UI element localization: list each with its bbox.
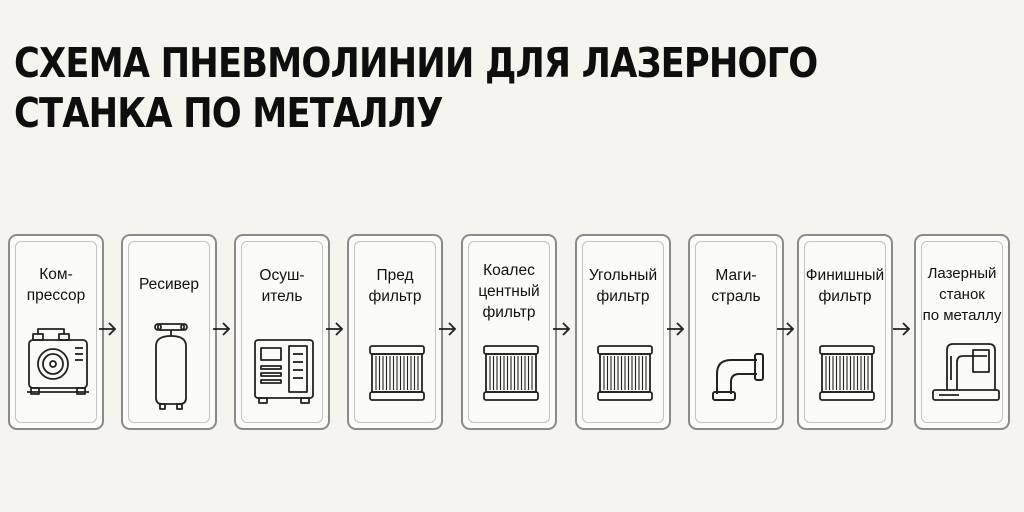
compressor-icon	[27, 328, 89, 395]
step-card-main-line: Маги- страль	[688, 234, 784, 430]
flow-arrow	[213, 322, 231, 336]
step-label: Маги- страль	[711, 267, 761, 305]
flow-arrow	[553, 322, 571, 336]
step-label: Финишный фильтр	[805, 267, 885, 305]
flow-arrow	[326, 322, 344, 336]
step-card-laser-machine: Лазерный станок по металлу	[914, 234, 1010, 430]
step-card-dryer: Осуш- итель	[234, 234, 330, 430]
step-label: Угольный фильтр	[588, 267, 658, 305]
step-label: Ком- прессор	[26, 266, 86, 304]
step-card-carbon-filter: Угольный фильтр	[575, 234, 671, 430]
flow-arrow	[99, 322, 117, 336]
flow-arrow	[667, 322, 685, 336]
laser-machine-icon	[932, 343, 1000, 401]
step-card-pre-filter: Пред фильтр	[347, 234, 443, 430]
dryer-icon	[254, 339, 314, 404]
step-card-receiver: Ресивер	[121, 234, 217, 430]
flow-arrow	[893, 322, 911, 336]
step-label: Лазерный станок по металлу	[922, 265, 1002, 324]
filter-icon	[597, 345, 653, 401]
step-label: Коалес центный фильтр	[478, 262, 540, 321]
step-card-coalescing-filter: Коалес центный фильтр	[461, 234, 557, 430]
step-card-finish-filter: Финишный фильтр	[797, 234, 893, 430]
title-line-2: СТАНКА ПО МЕТАЛЛУ	[14, 89, 443, 137]
step-label: Пред фильтр	[368, 267, 422, 305]
pipe-elbow-icon	[712, 353, 764, 401]
page-title: СХЕМА ПНЕВМОЛИНИИ ДЛЯ ЛАЗЕРНОГО СТАНКА П…	[14, 38, 818, 138]
title-line-1: СХЕМА ПНЕВМОЛИНИИ ДЛЯ ЛАЗЕРНОГО	[14, 39, 818, 87]
flow-arrow	[777, 322, 795, 336]
flow-arrow	[439, 322, 457, 336]
filter-icon	[819, 345, 875, 401]
receiver-tank-icon	[154, 323, 188, 410]
step-card-compressor: Ком- прессор	[8, 234, 104, 430]
step-label: Ресивер	[139, 276, 199, 293]
step-label: Осуш- итель	[259, 267, 305, 305]
filter-icon	[483, 345, 539, 401]
filter-icon	[369, 345, 425, 401]
